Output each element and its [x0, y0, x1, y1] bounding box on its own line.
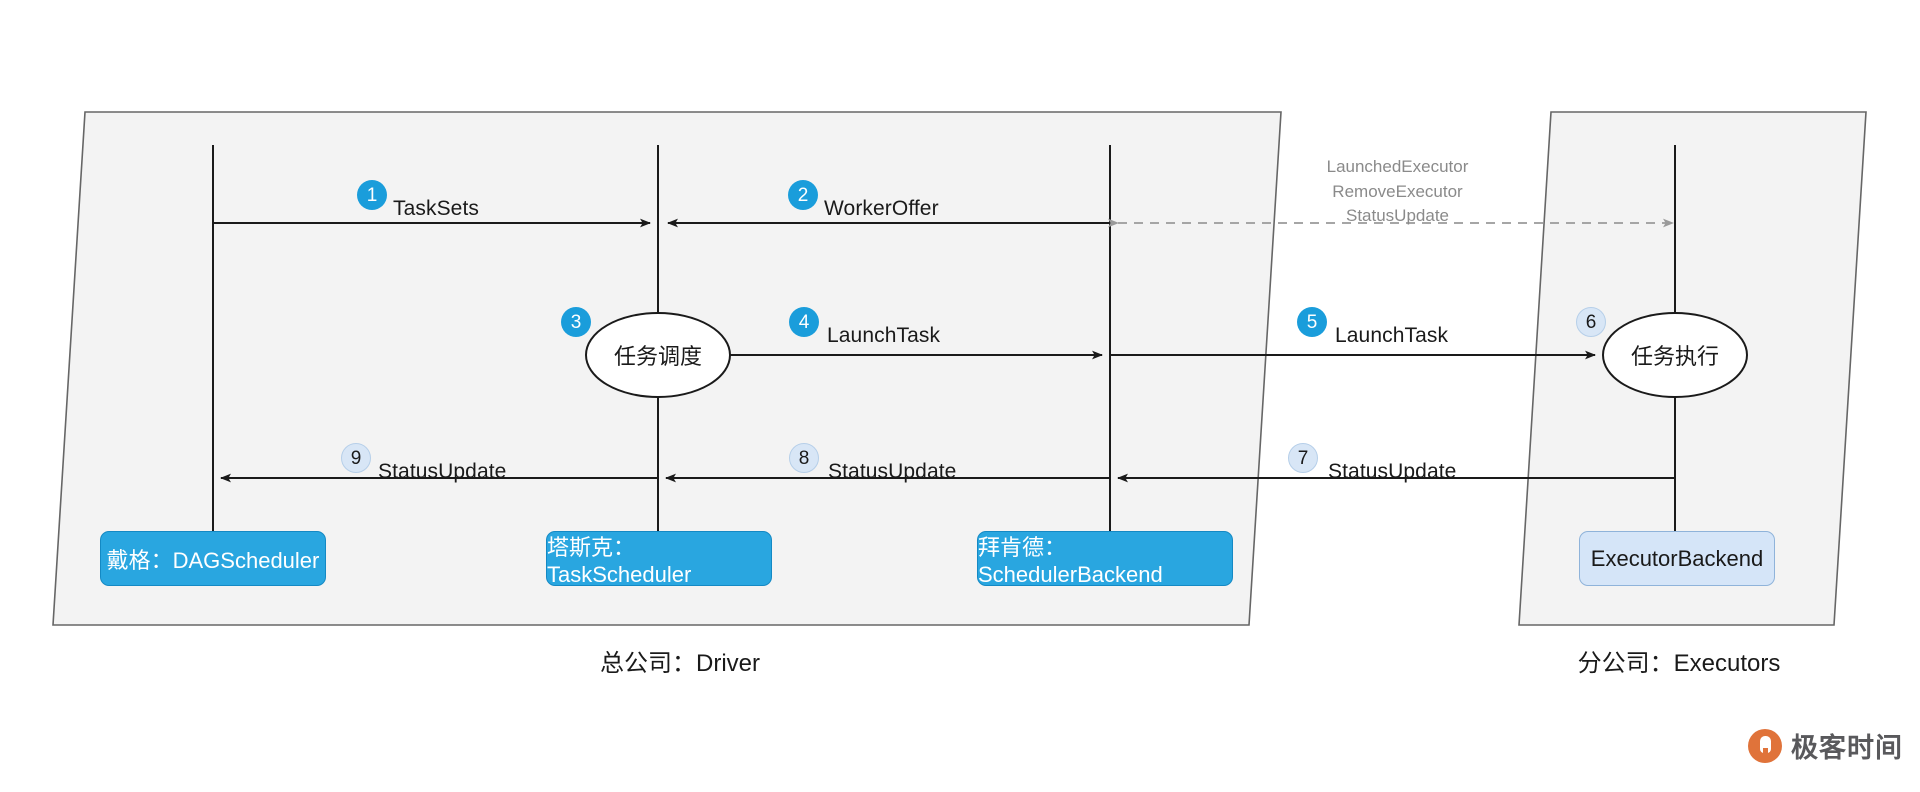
- step-badge-4: 4: [789, 307, 819, 337]
- step-badge-1: 1: [357, 180, 387, 210]
- step-badge-5: 5: [1297, 307, 1327, 337]
- message-label-tasksets: TaskSets: [393, 197, 479, 220]
- participant-taskscheduler[interactable]: 塔斯克：TaskScheduler: [546, 531, 772, 587]
- executor-events-note: LaunchedExecutor RemoveExecutor StatusUp…: [1255, 155, 1540, 229]
- message-label-launchtask-executor: LaunchTask: [1335, 324, 1449, 347]
- step-badge-9: 9: [341, 443, 371, 473]
- section-caption-driver: 总公司：Driver: [600, 650, 760, 677]
- participant-schedulerbackend[interactable]: 拜肯德：SchedulerBackend: [977, 531, 1233, 587]
- step-badge-8: 8: [789, 443, 819, 473]
- step-badge-3: 3: [561, 307, 591, 337]
- note-line-3: StatusUpdate: [1345, 206, 1449, 226]
- activity-label-execute: 任务执行: [1630, 344, 1719, 369]
- geektime-logo-icon: [1748, 728, 1782, 763]
- note-line-2: RemoveExecutor: [1332, 181, 1463, 201]
- section-caption-executors: 分公司：Executors: [1577, 650, 1781, 677]
- message-label-workeroffer: WorkerOffer: [824, 197, 939, 220]
- note-line-1: LaunchedExecutor: [1326, 157, 1469, 176]
- message-label-statusupdate-task: StatusUpdate: [378, 460, 507, 483]
- step-badge-7: 7: [1288, 443, 1318, 473]
- message-label-launchtask-driver: LaunchTask: [827, 324, 941, 347]
- step-badge-6: 6: [1576, 307, 1606, 337]
- activity-label-schedule: 任务调度: [613, 344, 702, 369]
- message-label-statusupdate-executor: StatusUpdate: [1328, 460, 1457, 483]
- participant-executorbackend[interactable]: ExecutorBackend: [1579, 531, 1775, 586]
- activity-ellipse-execute: [1602, 312, 1748, 398]
- message-label-statusupdate-backend: StatusUpdate: [828, 460, 957, 483]
- participant-dagscheduler[interactable]: 戴格：DAGScheduler: [100, 531, 326, 586]
- watermark-geektime: 极客时间: [1748, 726, 1903, 765]
- watermark-label: 极客时间: [1791, 733, 1903, 763]
- step-badge-2: 2: [788, 180, 818, 210]
